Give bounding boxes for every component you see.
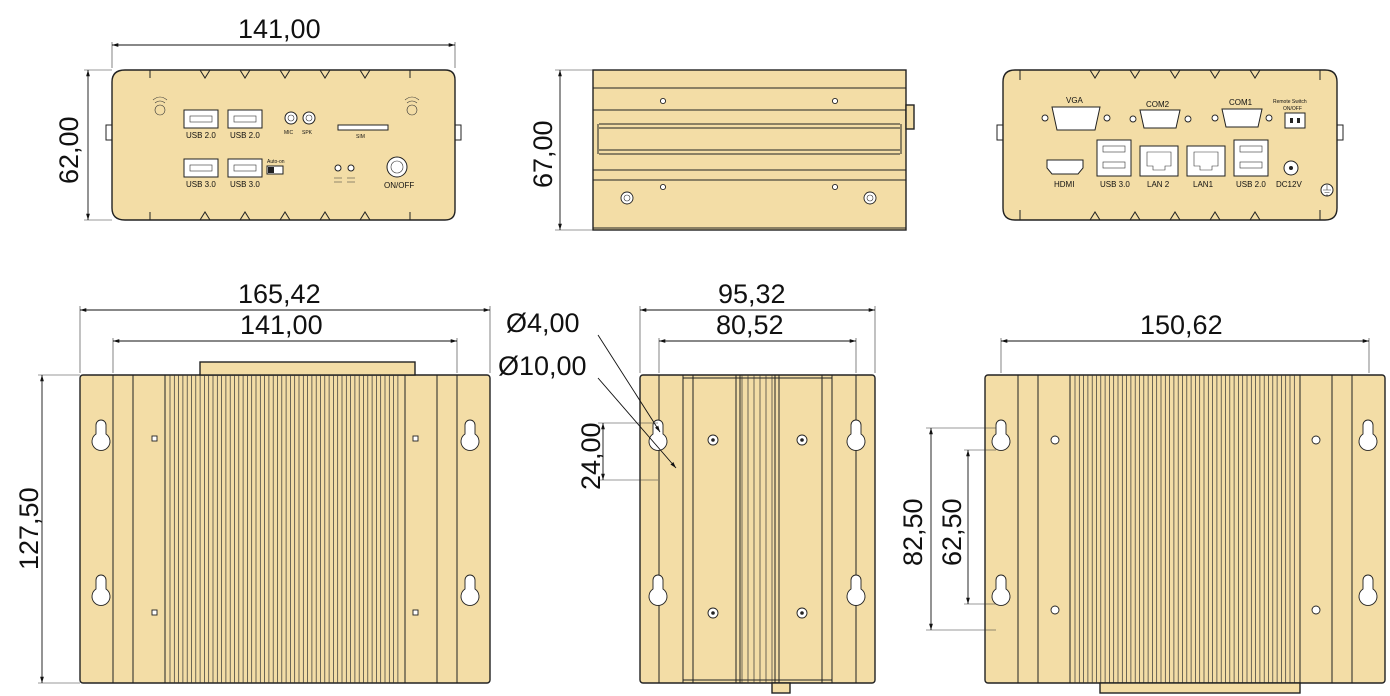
vga-port: [1051, 106, 1101, 131]
dim-hole-large: Ø10,00: [498, 351, 587, 381]
wifi-icon: [404, 96, 420, 116]
lan2-label: LAN 2: [1147, 180, 1170, 189]
usb20-label: USB 2.0: [1236, 180, 1266, 189]
power-button: [386, 156, 408, 178]
top-view-middle: 95,32 80,52 24,00 Ø4,00 Ø10,00: [498, 279, 876, 694]
usb30-port: [1096, 139, 1132, 177]
power-label: ON/OFF: [384, 181, 414, 190]
dim-front-width: 141,00: [238, 14, 321, 44]
usb30-label: USB 3.0: [230, 180, 260, 189]
dim-top-outer-width: 165,42: [238, 279, 321, 309]
led-indicator: [347, 164, 355, 172]
lan2-port: [1139, 145, 1179, 177]
lan1-port: [1186, 145, 1226, 177]
dim-side-height: 67,00: [528, 120, 558, 188]
ground-icon: [1320, 183, 1334, 197]
dim-mid-outer-width: 95,32: [718, 279, 786, 309]
top-view-left: 165,42 141,00 127,50: [14, 279, 491, 684]
top-view-right: 150,62 82,50 62,50: [898, 310, 1386, 694]
side-view: 67,00: [528, 69, 915, 231]
remote-switch-connector: [1284, 112, 1306, 129]
hdmi-label: HDMI: [1054, 180, 1074, 189]
usb20-label: USB 2.0: [230, 131, 260, 140]
mic-label: MIC: [284, 130, 294, 136]
hdmi-port: [1046, 159, 1084, 175]
sim-slot: [337, 124, 389, 131]
com1-label: COM1: [1229, 98, 1253, 107]
dim-front-height: 62,00: [54, 116, 84, 184]
dim-top-inner-width: 141,00: [240, 310, 323, 340]
usb20-port: [227, 109, 263, 129]
vga-label: VGA: [1066, 96, 1084, 105]
dim-top-depth: 127,50: [14, 487, 44, 570]
usb20-port: [1233, 139, 1269, 177]
rear-view: VGA COM2 COM1 Remote Switch ON/OFF HDMI …: [996, 69, 1344, 221]
remote-onoff-label: ON/OFF: [1283, 106, 1302, 112]
com2-label: COM2: [1146, 100, 1170, 109]
usb30-label: USB 3.0: [186, 180, 216, 189]
auto-on-switch: [266, 165, 284, 175]
usb30-port: [183, 158, 219, 178]
remote-switch-label: Remote Switch: [1273, 99, 1307, 105]
auto-on-label: Auto-on: [267, 159, 285, 165]
usb20-port: [183, 109, 219, 129]
spk-jack: [302, 111, 316, 125]
dim-mid-inner-width: 80,52: [716, 310, 784, 340]
spk-label: SPK: [302, 130, 313, 136]
usb30-port: [227, 158, 263, 178]
dc-label: DC12V: [1276, 180, 1302, 189]
dim-right-outer-spacing: 82,50: [898, 498, 928, 566]
front-view: USB 2.0 USB 2.0 MIC SPK SIM USB 3.0 USB …: [54, 14, 462, 221]
dim-mid-slot-spacing: 24,00: [576, 422, 606, 490]
mic-jack: [284, 111, 298, 125]
usb30-label: USB 3.0: [1100, 180, 1130, 189]
dim-hole-small: Ø4,00: [506, 308, 580, 338]
wifi-icon: [152, 96, 168, 116]
com1-port: [1221, 108, 1263, 128]
dim-right-width: 150,62: [1140, 310, 1223, 340]
lan1-label: LAN1: [1193, 180, 1214, 189]
com2-port: [1139, 109, 1181, 129]
led-indicator: [334, 164, 342, 172]
sim-label: SIM: [356, 134, 365, 140]
dim-right-inner-spacing: 62,50: [937, 498, 967, 566]
usb20-label: USB 2.0: [186, 131, 216, 140]
